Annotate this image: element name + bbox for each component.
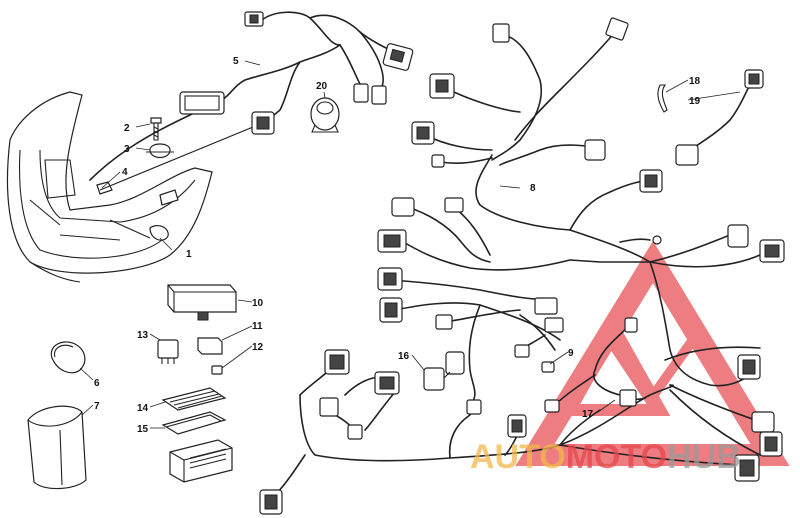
callout-14: 14	[137, 403, 149, 414]
callout-19: 19	[689, 96, 701, 107]
screw-part	[150, 117, 162, 141]
fuse-block-14	[161, 387, 227, 411]
relay-13	[157, 339, 179, 364]
jumper-harness-17	[544, 317, 646, 413]
callout-13: 13	[137, 330, 149, 341]
fuse-connector-9	[541, 361, 555, 373]
relay-11	[197, 337, 223, 355]
callout-11: 11	[252, 321, 263, 332]
headlight-harness	[89, 11, 414, 191]
callout-20: 20	[316, 81, 328, 92]
clamp-part	[146, 143, 174, 159]
svg-text:AUTOMOTOHUB: AUTOMOTOHUB	[470, 438, 741, 476]
callout-15: 15	[137, 424, 149, 435]
fuse-holder-block	[169, 439, 233, 483]
callout-10: 10	[252, 298, 264, 309]
sensor-harness-19	[675, 69, 764, 166]
ring-clip-6	[50, 341, 86, 374]
watermark-text: AUTOMOTOHUB	[470, 438, 741, 476]
callout-9: 9	[568, 348, 574, 359]
callout-3: 3	[124, 144, 130, 155]
callout-2: 2	[124, 123, 130, 134]
callout-7: 7	[94, 401, 100, 412]
watermark-hub: HUB	[667, 438, 741, 476]
relay-connector-16	[423, 351, 465, 391]
callout-4: 4	[122, 167, 128, 178]
callout-12: 12	[252, 342, 264, 353]
watermark-auto: AUTO	[470, 438, 566, 476]
callout-18: 18	[689, 76, 701, 87]
main-harness	[259, 17, 785, 515]
watermark-moto: MOTO	[566, 438, 667, 476]
leader-lines	[79, 60, 741, 429]
callout-1: 1	[186, 249, 192, 260]
fuse-12	[211, 365, 223, 375]
callout-labels: 1 2 3 4 5 6 7 8 9 10 11 12 13 14 15 16 1…	[94, 56, 701, 435]
cable-tie-18	[657, 84, 668, 113]
callout-16: 16	[398, 351, 410, 362]
headlight-cowl	[6, 91, 213, 283]
fuse-cover-15	[161, 411, 227, 435]
sleeve-7	[27, 405, 87, 490]
callout-8: 8	[530, 183, 536, 194]
callout-17: 17	[582, 409, 594, 420]
fuse-box-10	[167, 284, 237, 321]
callout-5: 5	[233, 56, 239, 67]
buzzer-part	[310, 97, 340, 133]
callout-6: 6	[94, 378, 100, 389]
